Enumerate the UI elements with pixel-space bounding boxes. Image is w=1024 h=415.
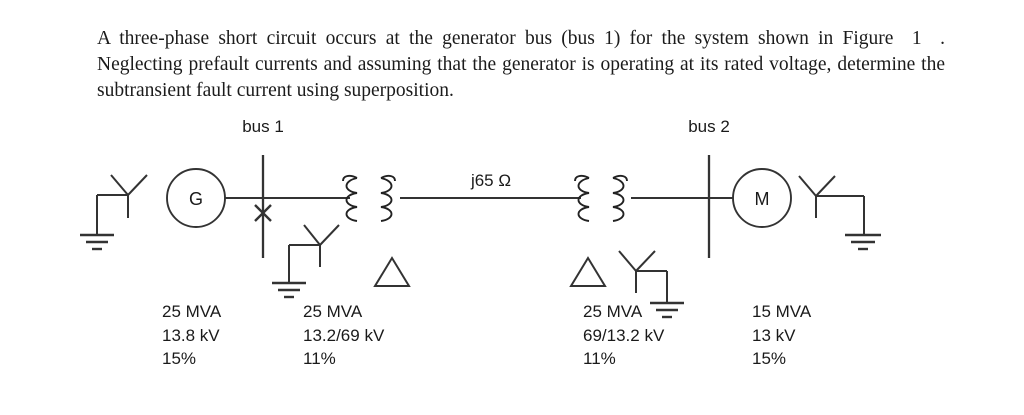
transmission-line-label: j65 Ω bbox=[470, 171, 511, 190]
generator-ratings: 25 MVA 13.8 kV 15% bbox=[162, 300, 221, 371]
transformer-1-ratings: 25 MVA 13.2/69 kV 11% bbox=[303, 300, 384, 371]
transformer-1-rating-mva: 25 MVA bbox=[303, 302, 363, 321]
generator-rating-reactance: 15% bbox=[162, 349, 197, 368]
fault-marker-icon bbox=[254, 204, 272, 222]
generator-symbol: G bbox=[166, 168, 226, 228]
transformer-1-delta-symbol bbox=[373, 256, 411, 287]
motor-rating-reactance: 15% bbox=[752, 349, 787, 368]
transformer-1-symbol bbox=[342, 174, 396, 222]
transformer-1-rating-reactance: 11% bbox=[303, 349, 336, 368]
motor-rating-kv: 13 kV bbox=[752, 325, 796, 345]
generator-wye-ground-symbol bbox=[80, 174, 148, 251]
generator-letter: G bbox=[189, 189, 203, 209]
transformer-2-ratings: 25 MVA 69/13.2 kV 11% bbox=[583, 300, 664, 371]
motor-wye-ground-symbol bbox=[798, 175, 881, 251]
transformer-2-rating-mva: 25 MVA bbox=[583, 302, 643, 321]
motor-symbol: M bbox=[732, 168, 792, 228]
bus-2-label: bus 2 bbox=[688, 117, 730, 136]
transformer-1-wye-ground-symbol bbox=[272, 224, 340, 299]
figure-reference-spacer bbox=[893, 28, 911, 49]
generator-rating-mva: 25 MVA bbox=[162, 302, 222, 321]
transformer-2-delta-symbol bbox=[569, 256, 607, 287]
problem-statement: A three-phase short circuit occurs at th… bbox=[97, 26, 945, 104]
motor-ratings: 15 MVA 13 kV 15% bbox=[752, 300, 811, 371]
bus-1-label: bus 1 bbox=[242, 117, 284, 136]
figure-number: 1 bbox=[911, 27, 922, 49]
figure-reference-spacer-2 bbox=[922, 28, 940, 49]
transformer-2-rating-kv: 69/13.2 kV bbox=[583, 325, 665, 345]
transformer-2-wye-ground-symbol bbox=[618, 250, 684, 319]
problem-text-part-1: A three-phase short circuit occurs at th… bbox=[97, 27, 894, 49]
motor-letter: M bbox=[755, 189, 770, 209]
transformer-2-rating-reactance: 11% bbox=[583, 349, 616, 368]
motor-rating-mva: 15 MVA bbox=[752, 302, 812, 321]
transformer-1-rating-kv: 13.2/69 kV bbox=[303, 325, 385, 345]
transformer-2-symbol bbox=[574, 174, 628, 222]
problem-text-part-2: . Neglecting prefault currents and assum… bbox=[97, 27, 946, 101]
generator-rating-kv: 13.8 kV bbox=[162, 325, 220, 345]
one-line-diagram: bus 1 bus 2 G bbox=[0, 100, 1024, 390]
